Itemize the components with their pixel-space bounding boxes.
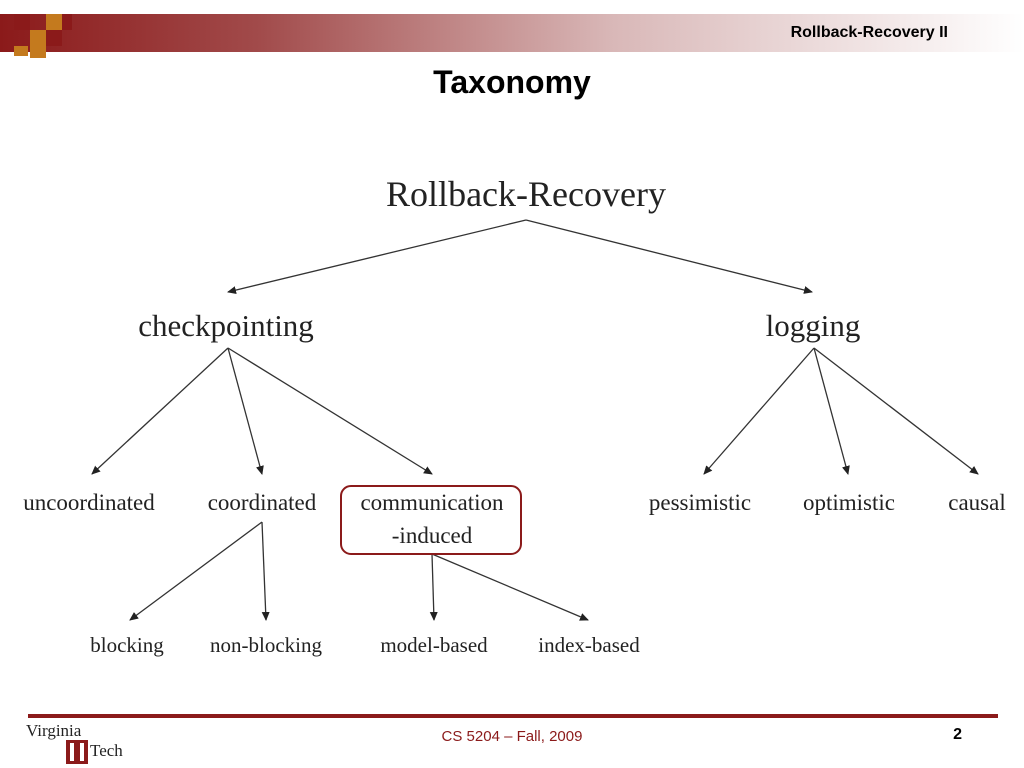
header-title: Rollback-Recovery II	[790, 24, 948, 41]
slide-title: Taxonomy	[433, 64, 591, 100]
logo-text-tech: Tech	[90, 741, 123, 760]
logo-square-orange	[30, 30, 46, 46]
footer-course: CS 5204 – Fall, 2009	[441, 728, 583, 745]
edge-checkpointing-coordinated	[227, 347, 264, 475]
node-uncoordinated: uncoordinated	[23, 490, 155, 515]
edge-checkpointing-communication	[227, 347, 433, 475]
node-logging: logging	[766, 308, 861, 343]
node-optimistic: optimistic	[803, 490, 895, 515]
edge-root-logging	[525, 219, 813, 294]
node-root: Rollback-Recovery	[386, 174, 666, 214]
logo-square-red	[14, 14, 30, 30]
node-communication: communication	[360, 490, 504, 515]
logo-text-virginia: Virginia	[26, 721, 82, 740]
highlight-box	[340, 485, 522, 555]
logo-square-orange	[30, 46, 46, 58]
header-band	[0, 14, 1024, 52]
logo-square-red	[62, 14, 72, 30]
edge-communication-indexbased	[431, 553, 589, 621]
edge-root-checkpointing	[227, 219, 527, 295]
logo-square-red	[46, 30, 62, 46]
virginia-tech-logo: Virginia Tech	[26, 721, 123, 764]
node-pessimistic: pessimistic	[649, 490, 751, 515]
node-checkpointing: checkpointing	[138, 308, 314, 343]
diagram-edges	[91, 219, 979, 621]
node-induced: -induced	[392, 523, 473, 548]
node-causal: causal	[948, 490, 1005, 515]
taxonomy-diagram: Rollback-Recovery checkpointing logging …	[23, 174, 1006, 657]
edge-logging-optimistic	[813, 347, 850, 475]
edge-coordinated-blocking	[129, 521, 263, 621]
node-model-based: model-based	[380, 633, 488, 657]
edge-checkpointing-uncoordinated	[91, 347, 229, 475]
node-index-based: index-based	[538, 633, 640, 657]
logo-square-orange	[14, 46, 28, 56]
node-blocking: blocking	[90, 633, 164, 657]
page-number: 2	[953, 726, 962, 743]
logo-square-orange	[46, 14, 62, 30]
edge-communication-modelbased	[429, 553, 438, 621]
footer-rule	[28, 714, 998, 718]
edge-logging-causal	[813, 347, 979, 475]
edge-coordinated-nonblocking	[261, 521, 270, 621]
edge-logging-pessimistic	[703, 347, 815, 475]
node-coordinated: coordinated	[208, 490, 317, 515]
node-non-blocking: non-blocking	[210, 633, 322, 657]
